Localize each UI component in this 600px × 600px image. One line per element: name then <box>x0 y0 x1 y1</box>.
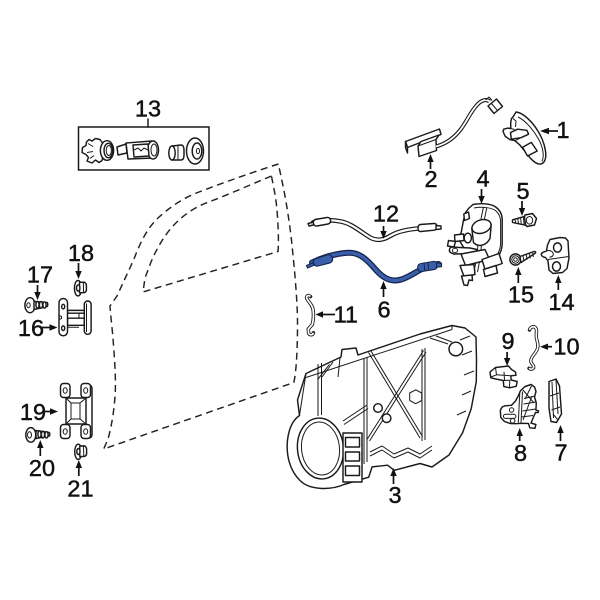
svg-text:15: 15 <box>508 281 534 307</box>
svg-text:19: 19 <box>20 399 46 425</box>
svg-text:14: 14 <box>548 289 574 315</box>
svg-text:6: 6 <box>377 297 390 323</box>
svg-text:17: 17 <box>27 261 53 287</box>
svg-text:16: 16 <box>18 315 44 341</box>
svg-text:4: 4 <box>476 165 489 191</box>
svg-text:20: 20 <box>29 455 55 481</box>
svg-text:5: 5 <box>516 178 529 204</box>
svg-text:3: 3 <box>388 482 401 508</box>
svg-text:11: 11 <box>334 302 358 328</box>
svg-text:12: 12 <box>373 201 399 227</box>
svg-text:18: 18 <box>68 240 94 266</box>
svg-text:10: 10 <box>553 333 579 359</box>
svg-text:1: 1 <box>556 117 569 143</box>
svg-text:8: 8 <box>514 440 527 466</box>
svg-text:7: 7 <box>554 439 567 465</box>
svg-text:21: 21 <box>67 475 93 501</box>
svg-text:9: 9 <box>501 328 514 354</box>
svg-text:2: 2 <box>424 166 437 192</box>
svg-text:13: 13 <box>135 95 161 121</box>
